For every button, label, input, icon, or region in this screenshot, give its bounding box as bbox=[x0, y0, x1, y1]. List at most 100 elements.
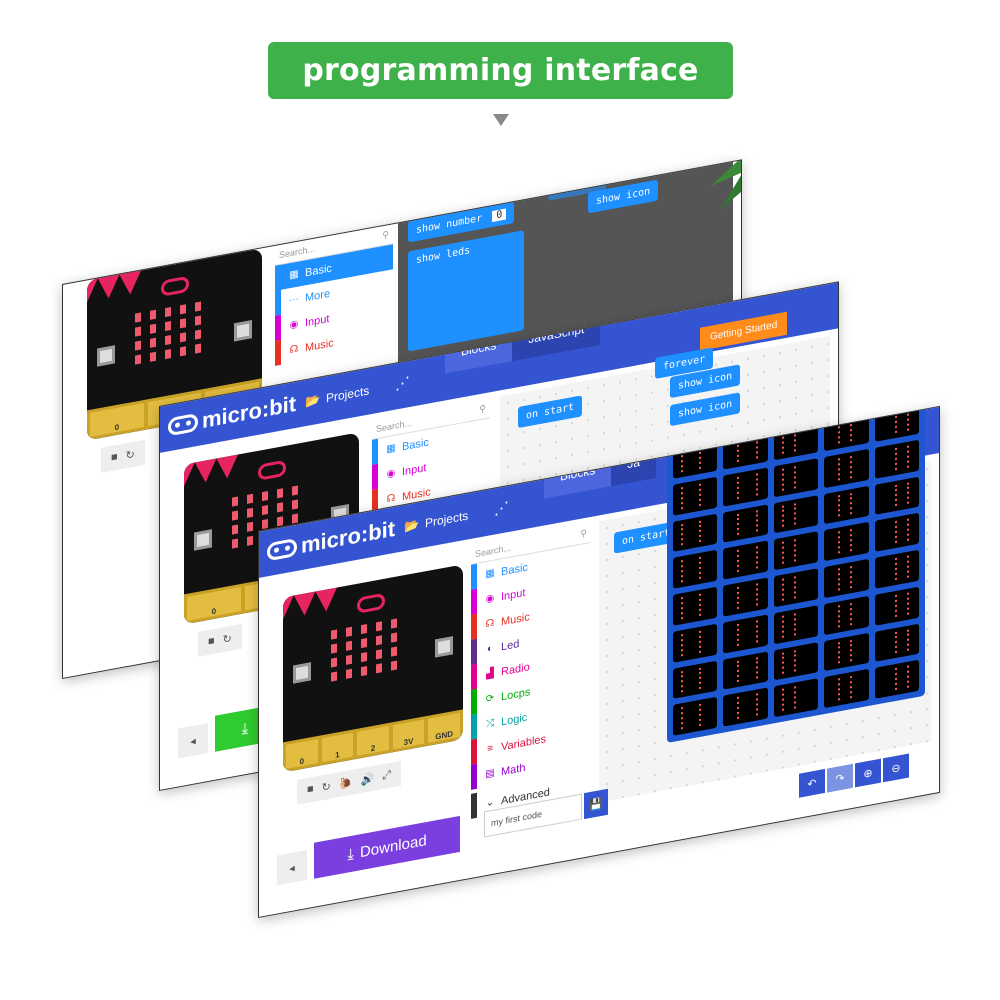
share-icon[interactable]: ⋰ bbox=[395, 373, 410, 394]
pin-0[interactable]: 0 bbox=[286, 739, 318, 769]
search-icon[interactable]: ⚲ bbox=[382, 228, 389, 241]
icon-option[interactable] bbox=[673, 696, 718, 736]
icon-option[interactable] bbox=[824, 448, 869, 488]
icon-pixel bbox=[687, 527, 689, 529]
icon-pixel bbox=[737, 660, 740, 663]
button-a[interactable] bbox=[293, 662, 311, 684]
block-label: on start bbox=[526, 401, 575, 422]
icon-pixel bbox=[744, 559, 746, 561]
icon-option[interactable] bbox=[723, 577, 768, 617]
microbit-simulator[interactable]: 0 1 2 3V GND bbox=[283, 564, 463, 773]
icon-pixel bbox=[755, 693, 758, 696]
icon-option[interactable] bbox=[773, 641, 819, 681]
palm-leaf-icon bbox=[711, 159, 742, 210]
stop-icon[interactable]: ■ bbox=[111, 450, 118, 465]
search-icon[interactable]: ⚲ bbox=[479, 402, 486, 415]
download-button[interactable]: ⤓ Download bbox=[314, 815, 460, 879]
icon-option[interactable] bbox=[773, 604, 819, 644]
icon-option[interactable] bbox=[824, 632, 869, 672]
pin-0[interactable]: 0 bbox=[187, 587, 241, 621]
button-b[interactable] bbox=[435, 636, 453, 658]
sound-icon[interactable]: 🔊 bbox=[360, 772, 375, 788]
icon-option[interactable] bbox=[874, 586, 919, 626]
icon-option[interactable] bbox=[824, 669, 869, 709]
show-icon-block-2[interactable]: show icon bbox=[670, 392, 741, 427]
search-icon[interactable]: ⚲ bbox=[580, 527, 587, 539]
icon-pixel bbox=[901, 520, 903, 522]
pin-0[interactable]: 0 bbox=[90, 403, 144, 437]
redo-icon[interactable]: ↷ bbox=[827, 763, 853, 793]
icon-option[interactable] bbox=[824, 595, 869, 635]
block-value[interactable]: 0 bbox=[492, 208, 507, 223]
icon-option[interactable] bbox=[874, 549, 919, 589]
icon-option[interactable] bbox=[874, 405, 919, 442]
projects-button[interactable]: 📂 Projects bbox=[305, 383, 369, 409]
icon-option[interactable] bbox=[773, 494, 819, 534]
button-b[interactable] bbox=[234, 320, 252, 342]
icon-option[interactable] bbox=[673, 586, 718, 626]
restart-icon[interactable]: ↻ bbox=[321, 780, 331, 795]
icon-option[interactable] bbox=[723, 687, 768, 727]
icon-picker[interactable] bbox=[667, 405, 925, 743]
icon-pixel bbox=[800, 465, 802, 467]
toggle-icon: ◐ bbox=[486, 642, 494, 655]
icon-option[interactable] bbox=[874, 439, 919, 479]
save-button[interactable]: 💾 bbox=[584, 788, 608, 820]
share-icon[interactable]: ⋰ bbox=[494, 498, 509, 519]
icon-pixel bbox=[705, 671, 707, 673]
pin-1[interactable]: 1 bbox=[321, 732, 354, 763]
zoom-in-icon[interactable]: ⊕ bbox=[855, 758, 881, 788]
icon-option[interactable] bbox=[773, 568, 819, 608]
icon-option[interactable] bbox=[874, 512, 919, 552]
icon-option[interactable] bbox=[824, 485, 869, 525]
icon-option[interactable] bbox=[673, 660, 718, 700]
icon-pixel bbox=[906, 665, 909, 669]
icon-pixel bbox=[681, 596, 683, 600]
icon-option[interactable] bbox=[723, 650, 768, 690]
slowmo-icon[interactable]: 🐌 bbox=[338, 776, 353, 792]
pin-2[interactable]: 2 bbox=[357, 725, 389, 756]
stop-icon[interactable]: ■ bbox=[307, 782, 314, 797]
icon-option[interactable] bbox=[723, 540, 768, 580]
category-label: Music bbox=[501, 610, 530, 628]
icon-option[interactable] bbox=[874, 623, 919, 663]
icon-option[interactable] bbox=[874, 476, 919, 516]
icon-option[interactable] bbox=[723, 503, 768, 543]
icon-option[interactable] bbox=[673, 513, 718, 553]
restart-icon[interactable]: ↻ bbox=[222, 632, 232, 647]
icon-option[interactable] bbox=[673, 549, 718, 589]
collapse-simulator-button[interactable]: ◂ bbox=[178, 723, 208, 759]
icon-pixel bbox=[883, 538, 885, 540]
show-leds-block[interactable]: show leds bbox=[408, 230, 524, 352]
icon-option[interactable] bbox=[673, 476, 718, 516]
icon-pixel bbox=[744, 664, 746, 666]
icon-option[interactable] bbox=[773, 678, 819, 718]
fullscreen-icon[interactable]: ⤢ bbox=[382, 768, 392, 783]
button-a[interactable] bbox=[194, 529, 212, 551]
icon-pixel bbox=[883, 643, 885, 645]
icon-option[interactable] bbox=[773, 457, 819, 497]
microsoft-logo[interactable]: Microsoft bbox=[731, 281, 834, 302]
icon-pixel bbox=[883, 597, 885, 599]
icon-option[interactable] bbox=[874, 659, 919, 699]
button-a[interactable] bbox=[97, 345, 115, 367]
icon-option[interactable] bbox=[723, 467, 768, 507]
icon-option[interactable] bbox=[723, 614, 768, 654]
projects-button[interactable]: 📂 Projects bbox=[404, 508, 468, 534]
pin-gnd[interactable]: GND bbox=[428, 712, 460, 743]
icon-pixel bbox=[693, 578, 695, 580]
show-icon-block[interactable]: show icon bbox=[588, 179, 659, 214]
icon-pixel bbox=[906, 680, 909, 683]
collapse-simulator-button[interactable]: ◂ bbox=[277, 850, 307, 886]
restart-icon[interactable]: ↻ bbox=[125, 448, 135, 463]
pin-3v[interactable]: 3V bbox=[392, 719, 425, 750]
stop-icon[interactable]: ■ bbox=[208, 634, 215, 649]
icon-option[interactable] bbox=[673, 623, 718, 663]
icon-option[interactable] bbox=[773, 531, 819, 571]
icon-option[interactable] bbox=[824, 558, 869, 598]
on-start-block[interactable]: on start bbox=[518, 395, 583, 429]
zoom-out-icon[interactable]: ⊖ bbox=[883, 753, 909, 783]
icon-option[interactable] bbox=[824, 522, 869, 562]
undo-icon[interactable]: ↶ bbox=[799, 768, 825, 798]
workspace[interactable]: on start bbox=[599, 405, 931, 803]
